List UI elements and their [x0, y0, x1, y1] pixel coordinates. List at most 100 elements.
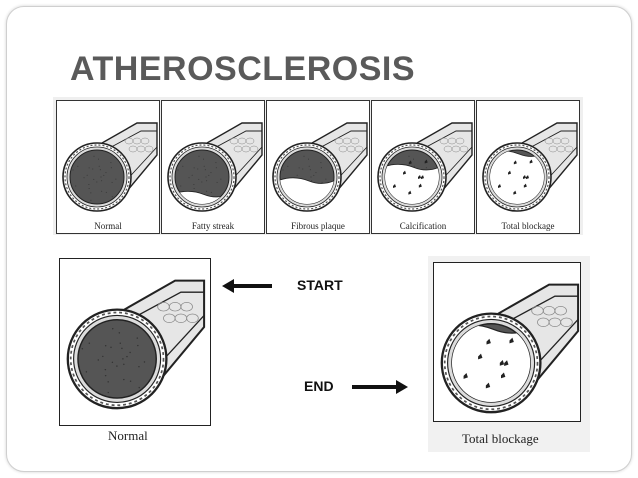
calcium-deposit	[523, 183, 527, 188]
blood-dot	[177, 169, 179, 171]
blood-dot	[110, 346, 112, 349]
calcium-deposit	[499, 360, 505, 366]
blood-dot	[111, 196, 113, 198]
blood-dot	[136, 337, 139, 339]
end-detail-panel: Total blockage	[428, 256, 590, 452]
blood-dot	[93, 178, 95, 180]
blood-dot	[104, 374, 107, 377]
stage-normal-illustration	[62, 122, 158, 212]
stage-label: Total blockage	[501, 221, 555, 231]
calcium-deposit	[418, 183, 422, 188]
wall-cell	[245, 137, 255, 145]
blood-dot	[104, 368, 107, 371]
blood-dot	[77, 165, 79, 167]
blood-dot	[193, 167, 195, 169]
wall-cell	[249, 145, 259, 153]
blood-dot	[203, 165, 205, 167]
calcium-deposit	[501, 372, 506, 379]
wall-cell	[180, 301, 193, 312]
stage-panel-normal: Normal	[56, 100, 160, 234]
blood-dot	[197, 168, 199, 170]
blood-dot	[282, 169, 284, 171]
blood-dot	[215, 167, 217, 169]
calcium-deposit	[504, 360, 509, 367]
vessel-wall-texture	[379, 144, 445, 210]
blood-dot	[88, 167, 90, 169]
stage-panel-total-blockage: Total blockage	[476, 100, 580, 234]
stage-fatty-streak-illustration	[167, 122, 263, 212]
start-detail-frame	[59, 258, 211, 426]
blood-dot	[81, 347, 84, 350]
start-detail-label: Normal	[108, 428, 148, 443]
wall-cell	[459, 145, 469, 153]
vessel-lumen	[77, 319, 157, 399]
wall-cell	[554, 305, 567, 316]
blood-dot	[72, 169, 74, 171]
blood-dot	[320, 162, 322, 164]
blood-dot	[105, 191, 107, 193]
calcium-deposit	[523, 175, 526, 179]
wall-cell	[354, 145, 364, 153]
calcium-deposit	[403, 170, 407, 175]
calcium-deposit	[513, 160, 517, 165]
blood-dot	[138, 386, 140, 389]
blood-dot	[143, 361, 146, 363]
blood-dot	[413, 165, 415, 167]
stage-label: Normal	[94, 221, 122, 231]
blood-dot	[182, 165, 184, 167]
blood-dot	[103, 174, 105, 176]
blood-dot	[85, 371, 88, 373]
blood-dot	[104, 345, 107, 347]
blood-dot	[198, 155, 200, 157]
blood-dot	[313, 174, 315, 176]
blood-dot	[137, 344, 139, 347]
stage-label: Fibrous plaque	[291, 221, 345, 231]
blood-dot	[320, 167, 322, 169]
blood-dot	[126, 355, 128, 358]
blood-dot	[193, 188, 195, 190]
stage-panel-fibrous-plaque: Fibrous plaque	[266, 100, 370, 234]
end-detail-frame	[433, 262, 581, 422]
blood-dot	[90, 192, 92, 194]
blood-dot	[99, 169, 101, 171]
vessel-wall-texture	[169, 144, 235, 210]
wall-cell	[455, 137, 465, 145]
blood-dot	[220, 178, 222, 180]
blood-dot	[111, 181, 113, 183]
blood-dot	[121, 347, 123, 350]
blood-dot	[206, 190, 208, 192]
wall-cell	[186, 313, 199, 324]
blood-dot	[101, 180, 103, 182]
blood-dot	[191, 174, 193, 176]
blood-dot	[105, 172, 107, 174]
blocked-vessel-illustration	[440, 283, 580, 414]
stage-label: Fatty streak	[191, 221, 235, 231]
vessel-group	[167, 122, 263, 212]
calcium-deposit	[529, 159, 533, 164]
stage-label: Calcification	[399, 221, 447, 231]
blood-dot	[303, 155, 305, 157]
blood-dot	[86, 174, 88, 176]
calcium-deposit	[513, 190, 517, 195]
blood-dot	[100, 176, 102, 178]
blood-dot	[119, 342, 121, 344]
vessel-group	[440, 283, 580, 414]
wall-cell	[564, 145, 574, 153]
vessel-group	[62, 122, 158, 212]
blood-dot	[296, 174, 298, 176]
stage-total-blockage-illustration	[482, 122, 578, 212]
blood-dot	[203, 158, 205, 160]
blood-dot	[123, 378, 125, 381]
blood-dot	[210, 191, 212, 193]
blood-dot	[98, 165, 100, 167]
blood-dot	[88, 188, 90, 190]
blood-dot	[96, 181, 98, 183]
blood-dot	[310, 176, 312, 178]
vessel-wall-texture	[69, 311, 165, 407]
vessel-wall-texture	[443, 315, 539, 411]
calcium-deposit	[485, 382, 491, 389]
calcium-deposit	[424, 159, 428, 164]
normal-vessel-illustration	[66, 279, 206, 410]
blood-dot	[88, 183, 90, 185]
wall-cell	[144, 145, 154, 153]
